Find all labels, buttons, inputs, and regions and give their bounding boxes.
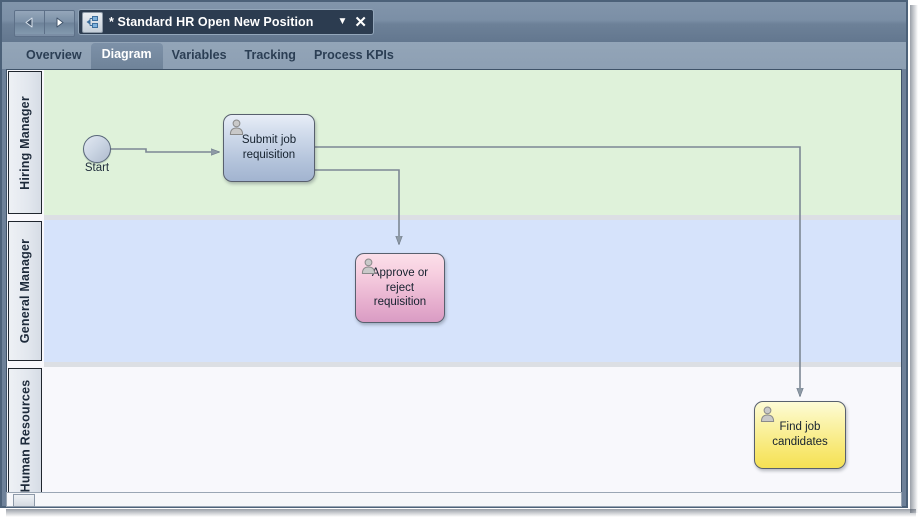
window-frame: * Standard HR Open New Position ▼ ✕ Over… [0,0,908,508]
tab-diagram[interactable]: Diagram [90,43,163,69]
tab-process-kpis[interactable]: Process KPIs [313,48,394,63]
user-task-icon [760,406,775,422]
tab-variables[interactable]: Variables [171,48,227,63]
lane-label-general-manager: General Manager [18,238,32,344]
lane-body-hiring-manager [44,70,901,215]
chevron-down-icon[interactable]: ▼ [337,16,348,27]
title-bar: * Standard HR Open New Position ▼ ✕ [2,2,906,42]
lane-label-hiring-manager: Hiring Manager [18,95,33,190]
document-title: * Standard HR Open New Position [109,15,314,29]
lane-label-human-resources: Human Resources [18,379,33,493]
tab-overview[interactable]: Overview [26,48,82,63]
lane-header-general-manager[interactable]: General Manager [8,221,42,361]
horizontal-scrollbar-thumb[interactable] [13,494,35,507]
user-task-icon [361,258,376,274]
task-label-approve-or-reject-requisition: Approve or reject requisition [371,266,429,309]
document-tab-chip[interactable]: * Standard HR Open New Position ▼ ✕ [78,9,374,35]
start-event[interactable] [83,135,111,163]
forward-button[interactable] [45,11,74,34]
lane-general-manager: General Manager [7,220,901,362]
close-icon[interactable]: ✕ [354,13,367,31]
diagram-canvas[interactable]: Hiring Manager General Manager Human Res… [6,69,902,506]
user-task-icon [229,119,244,135]
task-label-find-job-candidates: Find job candidates [772,421,828,448]
back-button[interactable] [15,11,45,34]
lane-hiring-manager: Hiring Manager [7,70,901,215]
triangle-right-icon [56,17,64,28]
lane-header-hiring-manager[interactable]: Hiring Manager [8,71,42,214]
task-find-job-candidates[interactable]: Find job candidates [754,401,846,469]
process-diagram-icon [82,11,103,33]
task-submit-job-requisition[interactable]: Submit job requisition [223,114,315,182]
lane-body-general-manager [44,220,901,362]
window-shadow-bottom [6,509,916,517]
lane-header-human-resources[interactable]: Human Resources [8,368,42,504]
tab-strip: Overview Diagram Variables Tracking Proc… [2,42,906,69]
start-event-label: Start [84,162,110,174]
tab-tracking[interactable]: Tracking [244,48,296,63]
window-shadow-right [910,5,918,513]
triangle-left-icon [25,17,33,28]
task-label-submit-job-requisition: Submit job requisition [241,134,297,161]
task-approve-or-reject-requisition[interactable]: Approve or reject requisition [355,253,445,323]
navigation-buttons [14,10,75,37]
tab-list: Overview Diagram Variables Tracking Proc… [17,42,403,69]
horizontal-scrollbar[interactable] [6,492,902,507]
